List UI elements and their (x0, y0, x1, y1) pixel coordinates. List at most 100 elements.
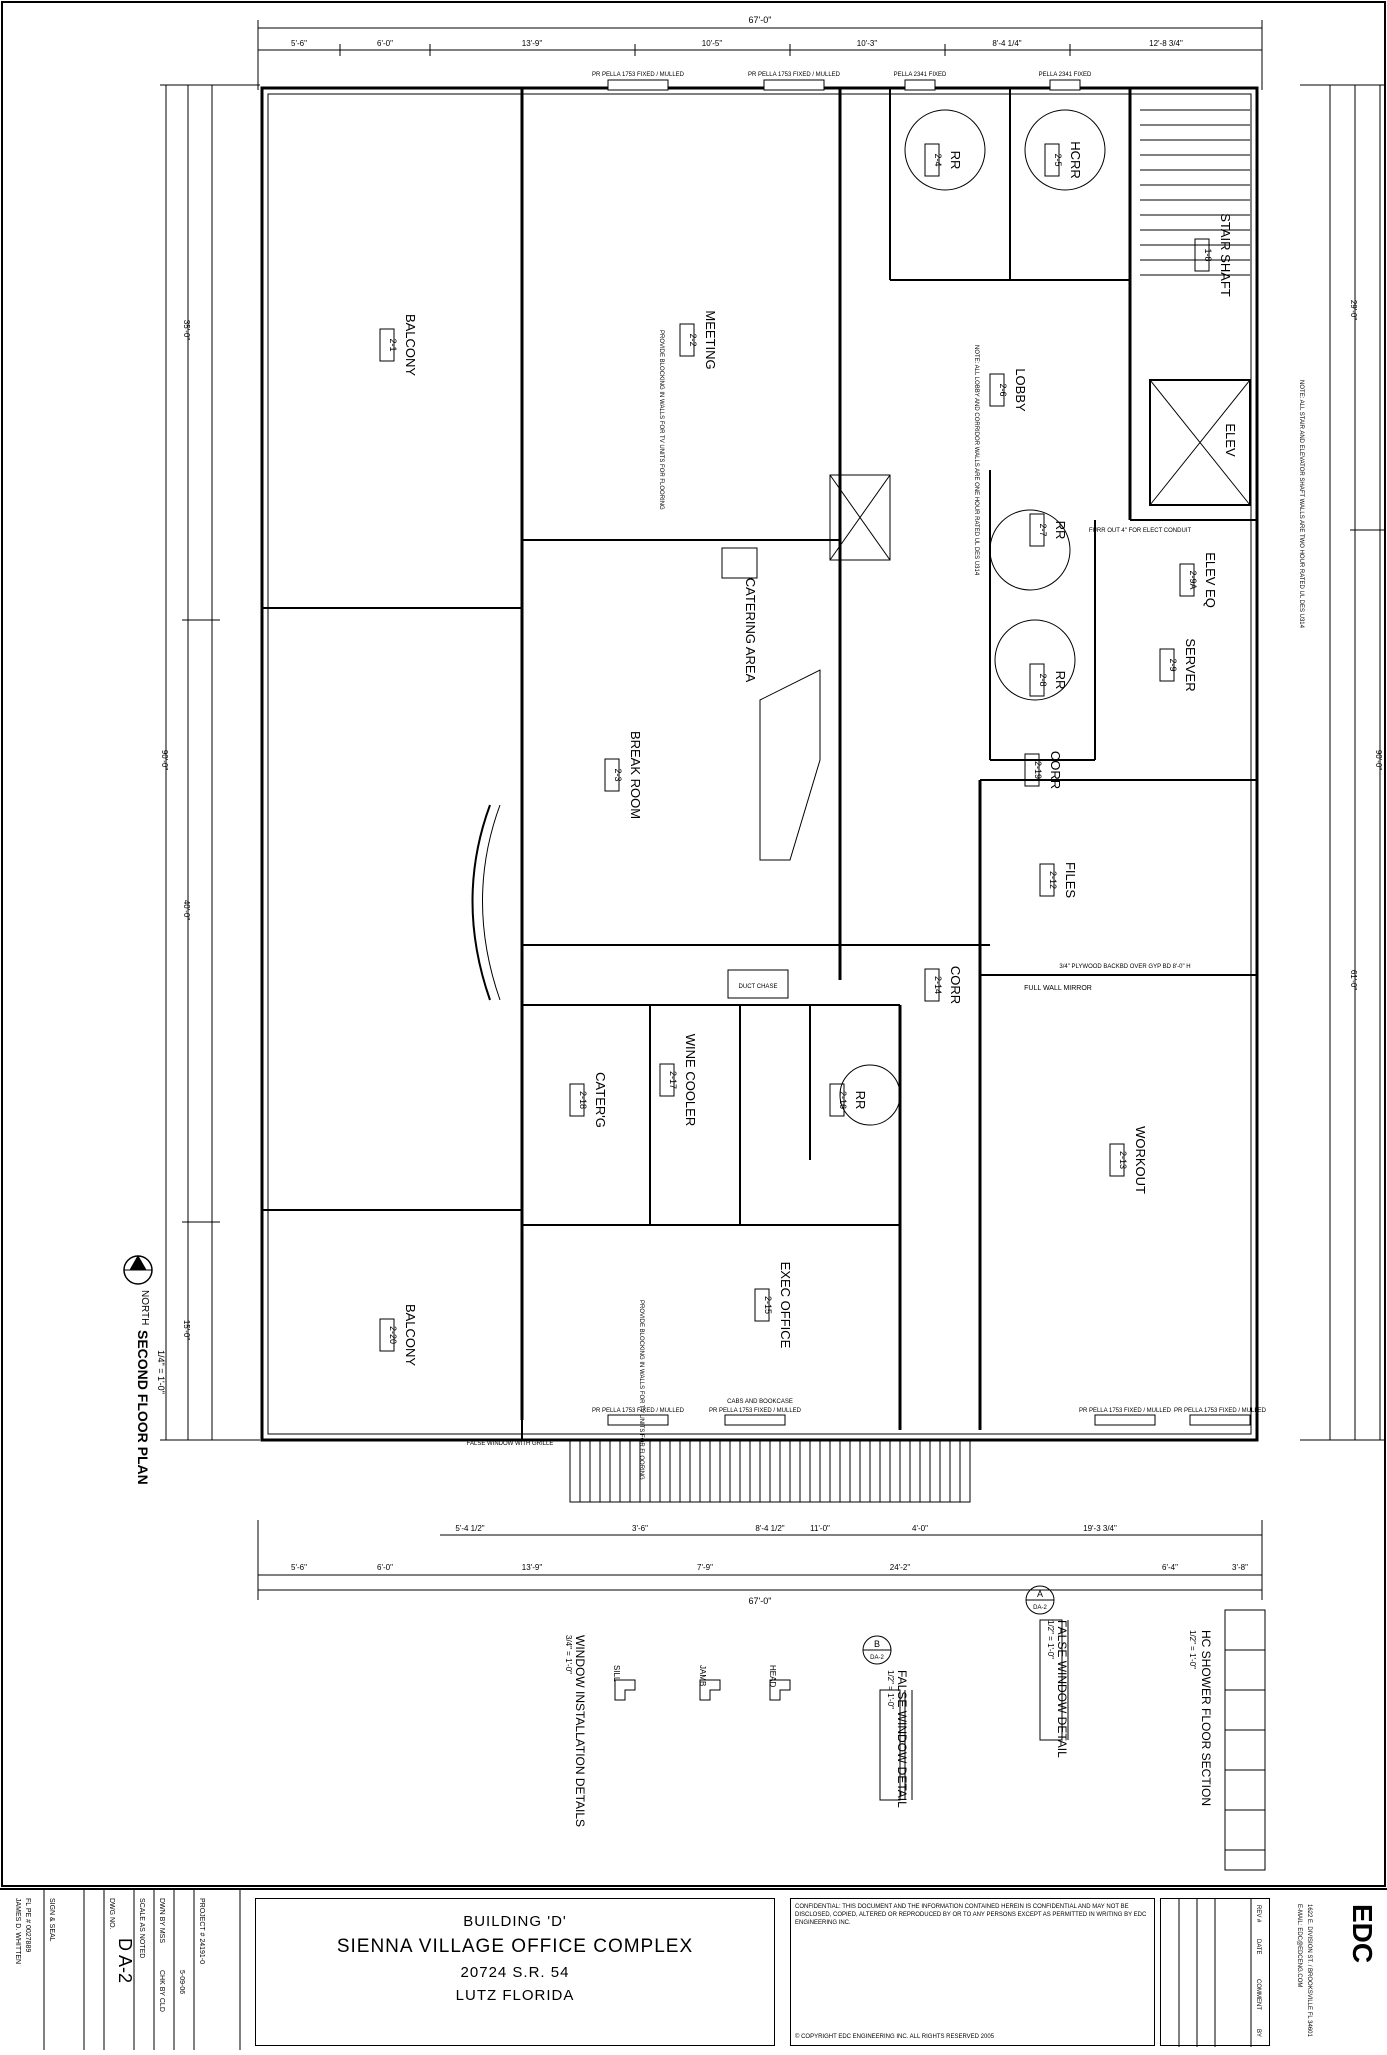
plan-title: SECOND FLOOR PLAN (135, 1330, 151, 1485)
room-number-box (1109, 1143, 1125, 1177)
rev-header-comment: COMMENT (1255, 1979, 1261, 2010)
room-name: RR (1053, 671, 1068, 690)
overall-width-top: 67'-0" (749, 15, 772, 25)
detail-shower-title: HC SHOWER FLOOR SECTION (1199, 1630, 1213, 1806)
room-number-box (379, 328, 395, 362)
room-number: 2-15 (763, 1296, 773, 1314)
bottom-dimensions (257, 1520, 1263, 1600)
room-number: 2-3 (613, 768, 623, 781)
project-city: LUTZ FLORIDA (455, 1987, 575, 2004)
overall-height-right: 90'-0" (1374, 750, 1383, 771)
room-number: 2-9 (1168, 658, 1178, 671)
top-dim-segment: 10'-3" (857, 39, 878, 48)
bottom-dim-segment: 13'-9" (522, 1563, 543, 1572)
room-name: SERVER (1183, 638, 1198, 691)
furr-out-label: FURR OUT 4" FOR ELECT CONDUIT (1089, 528, 1192, 534)
room-name: CORR (948, 966, 963, 1004)
meeting-note: PROVIDE BLOCKING IN WALLS FOR TV UNITS F… (658, 330, 664, 510)
room-number-box (1039, 863, 1055, 897)
copyright-note: © COPYRIGHT EDC ENGINEERING INC. ALL RIG… (795, 2034, 995, 2040)
revision-table: REV # DATE COMMENT BY (1160, 1898, 1270, 2047)
top-dim-segment: 8'-4 1/4" (992, 39, 1021, 48)
room-number: 2-20 (388, 1326, 398, 1344)
room-number-box (379, 1318, 395, 1352)
checked-by: CHK BY CLD (158, 1970, 165, 2012)
detail-a-title: FALSE WINDOW DETAIL (1055, 1620, 1069, 1758)
room-number: 2-4 (933, 153, 943, 166)
room-number-box (1029, 513, 1045, 547)
building-name: BUILDING 'D' (463, 1913, 567, 1930)
project-info: JAMES D. WHITTEN FL PE # 0027889 SIGN & … (4, 1890, 244, 2050)
left-seg-2: 40'-0" (182, 900, 191, 921)
room-number: 2-5 (1053, 153, 1063, 166)
detail-window-install-scale: 3/4" = 1'-0" (564, 1635, 573, 1674)
room-number-box (1159, 648, 1175, 682)
right-dimensions (1300, 84, 1385, 1441)
room-name: RR (853, 1091, 868, 1110)
room-name: EXEC OFFICE (778, 1262, 793, 1349)
room-number-box (1194, 238, 1210, 272)
date-value: 5-09-06 (178, 1970, 185, 1994)
windows-top (607, 79, 1251, 1426)
detail-head: HEAD (768, 1665, 777, 1687)
engineer-license: FL PE # 0027889 (24, 1898, 31, 1952)
room-number: 2-19 (1033, 761, 1043, 779)
room-number-box (659, 1063, 675, 1097)
cabs-bookcase-label: CABS AND BOOKCASE (727, 1399, 793, 1405)
room-number: 2-16 (838, 1091, 848, 1109)
confidential-note: CONFIDENTIAL: THIS DOCUMENT AND THE INFO… (795, 1904, 1147, 1926)
dwg-no-label: DWG NO. (108, 1898, 115, 1930)
bottom-dim-segment: 24'-2" (890, 1563, 911, 1572)
revision-table-svg: REV # DATE COMMENT BY (1178, 1899, 1261, 2047)
room-name: FILES (1063, 862, 1078, 898)
window-label-4: PELLA 2341 FIXED (1039, 72, 1092, 78)
room-name: CORR (1048, 751, 1063, 789)
project-number: PROJECT # 24191-0 (198, 1898, 205, 1964)
title-block: JAMES D. WHITTEN FL PE # 0027889 SIGN & … (0, 1888, 1387, 2050)
detail-jamb: JAMB (698, 1665, 707, 1686)
rev-header-num: REV # (1255, 1905, 1261, 1923)
room-name: RR (948, 151, 963, 170)
bottom-dim-segment: 6'-0" (377, 1563, 393, 1572)
bottom-upper-dim-segment: 5'-4 1/2" (455, 1524, 484, 1533)
room-name: WINE COOLER (683, 1034, 698, 1126)
room-name: MEETING (703, 310, 718, 369)
scale-label: SCALE AS NOTED (138, 1898, 145, 1958)
building-walls (260, 86, 1259, 1503)
room-name: RR (1053, 521, 1068, 540)
window-label-6: PR PELLA 1753 FIXED / MULLED (709, 1408, 802, 1414)
room-number-box (829, 1083, 845, 1117)
room-number: 2-14 (933, 976, 943, 994)
room-name: BALCONY (403, 314, 418, 376)
detail-a-sheet: DA-2 (1033, 1605, 1047, 1611)
top-dim-segment: 13'-9" (522, 39, 543, 48)
project-address: 20724 S.R. 54 (460, 1964, 570, 1981)
full-wall-mirror-label: FULL WALL MIRROR (1024, 985, 1092, 992)
left-dimensions (160, 84, 260, 1441)
detail-b-tag: B (874, 1639, 880, 1649)
sheet-border (1, 1, 1386, 1887)
detail-a-scale: 1/2" = 1'-0" (1046, 1620, 1055, 1659)
room-number-box (1029, 663, 1045, 697)
detail-drawings (614, 1609, 1266, 1871)
engineer-name: JAMES D. WHITTEN (14, 1898, 21, 1964)
room-number: 2-7 (1038, 523, 1048, 536)
right-seg-2: 61'-0" (1349, 970, 1358, 991)
room-name: BREAK ROOM (628, 731, 643, 819)
room-name: CATER'G (593, 1072, 608, 1128)
overall-width-bottom: 67'-0" (749, 1596, 772, 1606)
bottom-upper-dim-segment: 19'-3 3/4" (1083, 1524, 1117, 1533)
room-name: BALCONY (403, 1304, 418, 1366)
false-window-label: FALSE WINDOW WITH GRILLE (467, 1441, 554, 1447)
project-title-box: BUILDING 'D' SIENNA VILLAGE OFFICE COMPL… (255, 1898, 775, 2046)
north-arrow (123, 1254, 153, 1285)
room-name: WORKOUT (1133, 1126, 1148, 1194)
window-label-1: PR PELLA 1753 FIXED / MULLED (592, 72, 685, 78)
window-label-5: PR PELLA 1753 FIXED / MULLED (592, 1408, 685, 1414)
room-name: ELEV EQ (1203, 552, 1218, 608)
lobby-note: NOTE: ALL LOBBY AND CORRIDOR WALLS ARE O… (973, 345, 979, 576)
top-dim-segment: 10'-5" (702, 39, 723, 48)
room-name: STAIR SHAFT (1218, 213, 1233, 297)
detail-sill: SILL (612, 1665, 621, 1682)
window-label-2: PR PELLA 1753 FIXED / MULLED (748, 72, 841, 78)
